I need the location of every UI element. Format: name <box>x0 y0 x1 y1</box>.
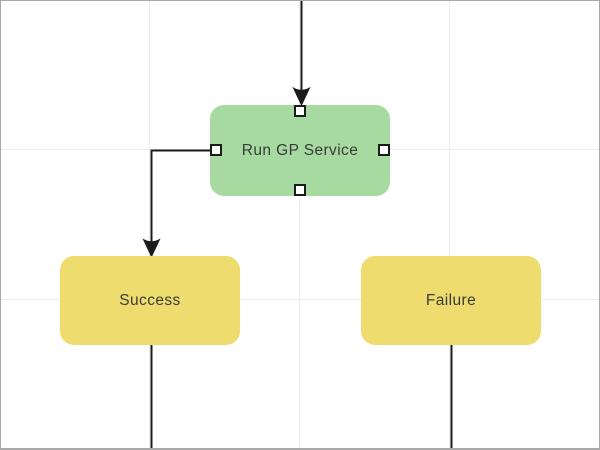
node-failure[interactable]: Failure <box>361 256 541 345</box>
connection-handle-right[interactable] <box>378 144 390 156</box>
connector-into-run-gp-service[interactable] <box>292 1 311 107</box>
connection-handle-bottom[interactable] <box>294 184 306 196</box>
connector-run-gp-service-to-success[interactable] <box>142 149 214 258</box>
arrowhead-down-icon <box>142 238 161 258</box>
node-failure-label: Failure <box>425 291 477 309</box>
node-success-label: Success <box>119 291 181 309</box>
node-run-gp-service[interactable]: Run GP Service <box>210 105 390 196</box>
node-success[interactable]: Success <box>60 256 240 345</box>
connection-handle-top[interactable] <box>294 105 306 117</box>
node-run-gp-service-label: Run GP Service <box>241 141 359 159</box>
connection-handle-left[interactable] <box>210 144 222 156</box>
connector-wire <box>150 149 213 243</box>
arrowhead-down-icon <box>292 86 311 107</box>
